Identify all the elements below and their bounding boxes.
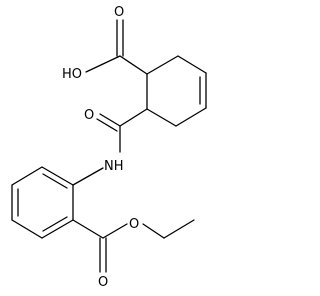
ester-carbonyl-oxygen-label: O (98, 275, 108, 290)
ring-bond (41, 166, 74, 186)
amide-c-o-double-bond (99, 113, 121, 127)
ethyl-ester-group: O O (72, 217, 195, 290)
ring-bond (177, 55, 207, 74)
ring-double-bond-inner (42, 216, 68, 232)
bond-ring-to-amide-carbon (119, 108, 148, 127)
ring-bond (41, 219, 74, 239)
amide-c-o-double-bond (96, 118, 118, 132)
ring-bond (146, 55, 179, 75)
ester-c-o-single-bond (102, 223, 128, 239)
nh-to-aryl-bond (72, 167, 104, 186)
ring-bond (175, 107, 207, 127)
acid-carbonyl-oxygen-label: O (114, 5, 124, 20)
amide-nh-label: NH (104, 159, 124, 174)
cyclohexene-ring (146, 55, 207, 127)
bond-aryl-to-ester-carbon (72, 219, 104, 239)
bond-ring-to-acid-carbon (119, 55, 148, 75)
amide-oxygen-label: O (84, 108, 94, 123)
hydroxyl-label: HO (62, 67, 82, 82)
ring-bond (11, 166, 43, 186)
acid-c-oh-bond (85, 55, 121, 73)
ring-double-bond-inner (42, 173, 68, 189)
chemical-structure-diagram: O HO O NH O O (11, 5, 207, 290)
carboxylic-acid-group: O HO (62, 5, 148, 82)
ring-bond (146, 108, 177, 127)
ch2-ch3-bond (163, 219, 195, 239)
amide-group: O NH (72, 108, 148, 186)
ester-o-ch2-bond (142, 223, 165, 239)
ester-oxygen-label: O (129, 217, 139, 232)
benzene-ring (11, 166, 74, 239)
ring-bond (11, 219, 43, 239)
